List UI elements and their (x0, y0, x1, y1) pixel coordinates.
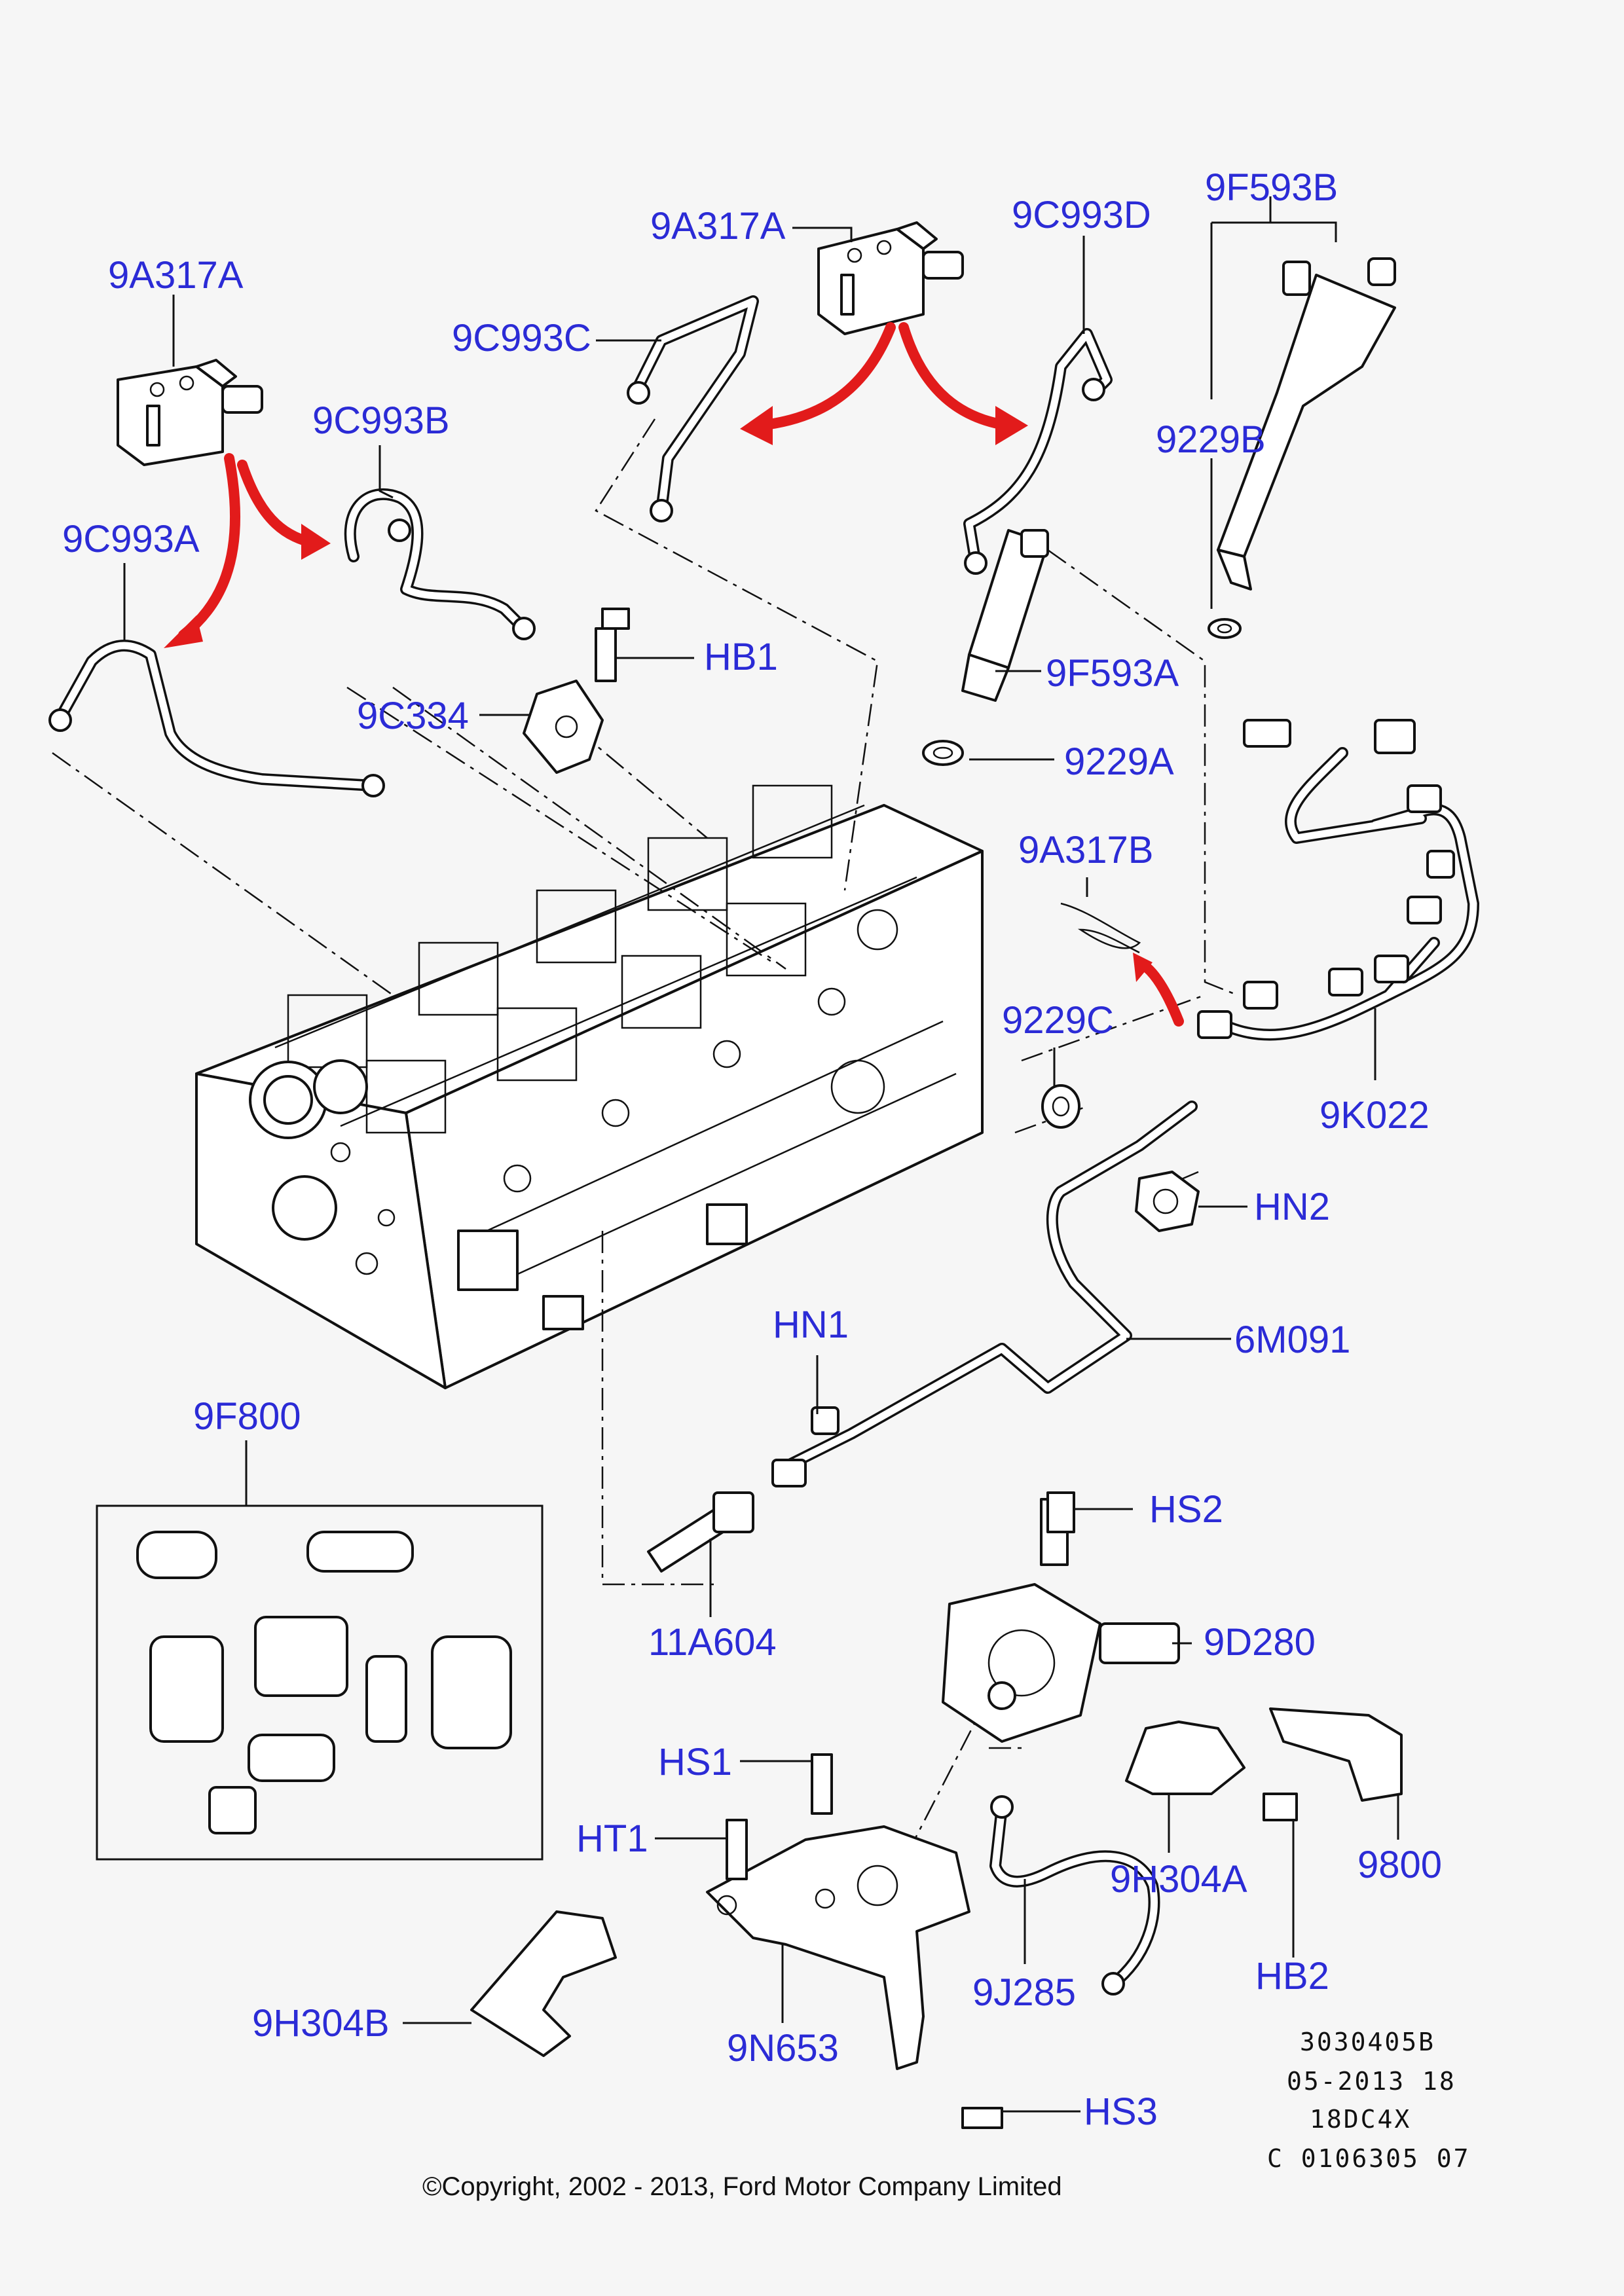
fuel-pump-9d280 (942, 1498, 1180, 1743)
injector-9f593b (1217, 257, 1396, 591)
glow-plug-wire-6m091 (771, 1101, 1198, 1487)
reference-line-1: 3030405B (1300, 2028, 1436, 2056)
label-6m091[interactable]: 6M091 (1234, 1319, 1351, 1361)
label-hs3[interactable]: HS3 (1084, 2090, 1158, 2133)
glow-plug-11a604 (647, 1406, 840, 1573)
wiring-harness-9k022 (1197, 719, 1479, 1041)
label-9c993c[interactable]: 9C993C (452, 317, 591, 359)
label-hb1[interactable]: HB1 (704, 636, 778, 678)
label-9a317b[interactable]: 9A317B (1018, 829, 1154, 871)
label-9a317a-top[interactable]: 9A317A (650, 205, 786, 247)
red-arrows (164, 322, 1184, 1027)
label-9k022[interactable]: 9K022 (1320, 1094, 1430, 1137)
bracket-9800 (1269, 1707, 1403, 1802)
label-9f593a[interactable]: 9F593A (1046, 652, 1179, 695)
label-hs1[interactable]: HS1 (658, 1741, 732, 1783)
label-9c993a[interactable]: 9C993A (62, 518, 200, 560)
reference-line-3: 18DC4X (1310, 2105, 1412, 2134)
washers (922, 618, 1242, 1129)
label-9800[interactable]: 9800 (1357, 1844, 1443, 1886)
injector-pipe-9c993c (627, 295, 759, 522)
kit-box-9f800 (96, 1504, 544, 1861)
cylinder-head (195, 784, 984, 1389)
label-9c334[interactable]: 9C334 (357, 695, 469, 737)
copyright-notice: ©Copyright, 2002 - 2013, Ford Motor Comp… (422, 2172, 1062, 2201)
injector-pipe-9c993a (48, 640, 385, 797)
fuel-pipe-9j285 (989, 1795, 1160, 1995)
clamp-9c334 (523, 608, 630, 774)
label-9n653[interactable]: 9N653 (727, 2027, 839, 2069)
injector-pipe-9c993b (344, 488, 536, 640)
leader-lines (123, 196, 1399, 2113)
injector-pipe-9c993d (963, 328, 1113, 575)
label-9229b[interactable]: 9229B (1156, 418, 1266, 461)
shield-9h304b (470, 1910, 617, 2057)
label-9229a[interactable]: 9229A (1064, 740, 1174, 783)
bolts (726, 1491, 1298, 2129)
label-hn2[interactable]: HN2 (1254, 1186, 1331, 1228)
label-ht1[interactable]: HT1 (576, 1817, 648, 1860)
reference-line-4: C 0106305 07 (1267, 2144, 1471, 2173)
label-9229c[interactable]: 9229C (1002, 999, 1114, 1042)
label-9c993b[interactable]: 9C993B (312, 399, 450, 442)
label-9c993d[interactable]: 9C993D (1012, 194, 1151, 236)
pressure-sensor-top (817, 221, 964, 335)
label-9j285[interactable]: 9J285 (972, 1971, 1077, 2014)
bracket-9n653 (706, 1825, 970, 2070)
reference-line-2: 05-2013 18 (1287, 2067, 1456, 2096)
reference-lines (52, 418, 1238, 1912)
injector-9f593a (961, 529, 1049, 702)
label-9f800[interactable]: 9F800 (193, 1395, 301, 1438)
label-9h304b[interactable]: 9H304B (252, 2002, 390, 2045)
label-9h304a[interactable]: 9H304A (1110, 1858, 1247, 1901)
label-9f593b[interactable]: 9F593B (1205, 166, 1338, 209)
label-9a317a-left[interactable]: 9A317A (108, 254, 244, 297)
label-hn1[interactable]: HN1 (773, 1303, 849, 1346)
label-11a604[interactable]: 11A604 (648, 1621, 777, 1664)
nut-hn2 (1135, 1171, 1200, 1232)
bracket-9h304a (1125, 1721, 1246, 1795)
label-hs2[interactable]: HS2 (1149, 1488, 1223, 1531)
label-9d280[interactable]: 9D280 (1204, 1621, 1316, 1664)
pressure-sensor-left (117, 359, 263, 466)
clip-9a317b (1060, 902, 1141, 954)
label-hb2[interactable]: HB2 (1255, 1955, 1329, 1997)
